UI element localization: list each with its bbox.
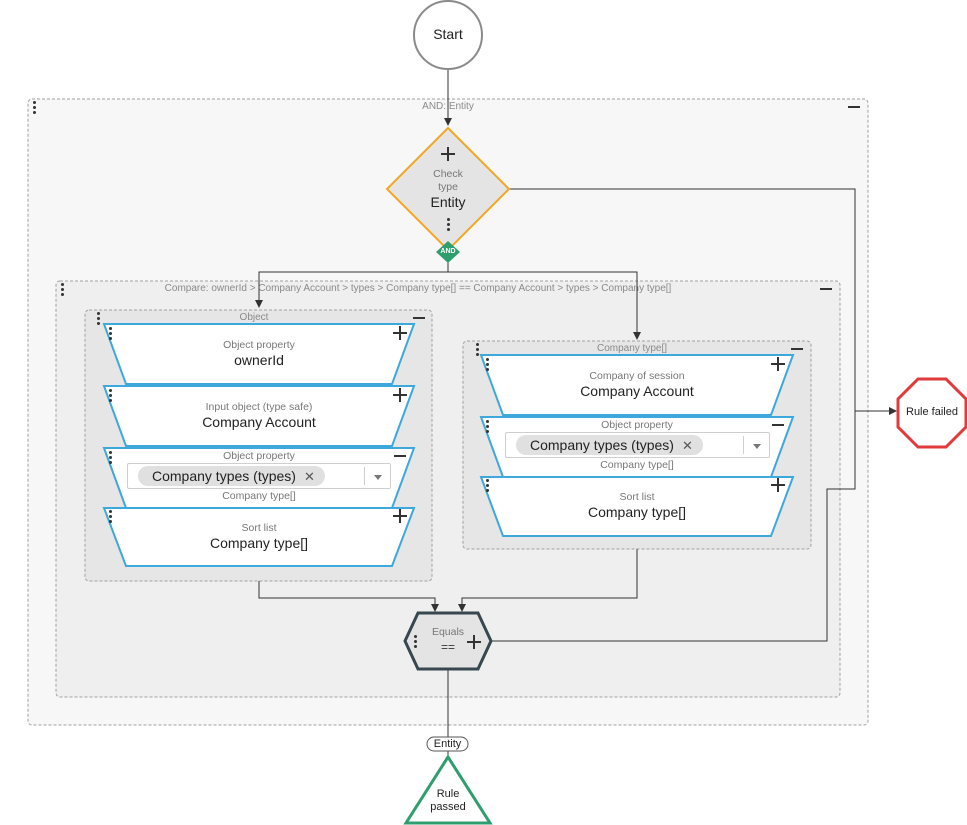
card-shape-company-of-session[interactable] [479,354,795,416]
card-label: Object property [601,419,673,431]
card-label: Sort list [619,491,655,503]
card-value: Company type[] [587,504,687,520]
card-label: Object property [223,450,295,462]
and-badge [436,241,460,263]
card-shape-object-property[interactable] [102,323,416,385]
card-add-icon[interactable] [393,509,407,523]
select-divider [364,467,365,485]
equals-label: Equals [431,626,465,638]
card-menu-icon[interactable] [109,389,112,402]
start-label: Start [433,26,463,42]
check-type-add-icon[interactable] [441,147,455,161]
edge-company-equals [458,549,638,612]
entity-tag-box [426,736,469,752]
card-menu-icon[interactable] [486,420,489,433]
card-shape-sort-list-2[interactable] [479,476,795,537]
card-add-icon[interactable] [771,357,785,371]
card-add-icon[interactable] [771,478,785,492]
equals-node[interactable] [403,611,493,671]
card-label: Company of session [589,370,685,382]
card-menu-icon[interactable] [109,510,112,523]
edge-check-failed [509,188,897,415]
property-select[interactable]: Company types (types) ✕ [127,463,391,489]
card-collapse-icon[interactable] [394,455,406,457]
edge-equals-failed [491,411,856,642]
and-group-menu-icon[interactable] [33,101,36,114]
card-shape-sort-list[interactable] [102,507,416,567]
card-add-icon[interactable] [393,326,407,340]
rule-passed-line2: passed [430,801,466,813]
card-menu-icon[interactable] [486,358,489,371]
company-type-group-menu-icon[interactable] [476,343,479,356]
property-chip-label: Company types (types) [530,437,674,453]
chevron-down-icon[interactable] [753,444,761,449]
and-group-collapse-icon[interactable] [848,106,860,108]
card-type-label: Company type[] [600,459,674,471]
and-badge-label: AND [440,248,456,255]
property-select[interactable]: Company types (types) ✕ [505,432,770,458]
check-type-value: Entity [430,194,466,210]
card-label: Object property [223,339,295,351]
property-chip-label: Company types (types) [152,468,296,484]
edge-split [258,271,638,338]
company-type-group-title: Company type[] [596,343,668,354]
company-type-group-collapse-icon[interactable] [791,348,803,350]
card-menu-icon[interactable] [109,451,112,464]
card-value: Company type[] [209,535,309,551]
card-add-icon[interactable] [393,388,407,402]
rule-failed-node[interactable] [896,377,967,449]
object-group-collapse-icon[interactable] [413,317,425,319]
rule-failed-label: Rule failed [906,406,958,418]
and-group-title: AND: Entity [422,101,474,112]
card-value: Company Account [202,414,316,430]
property-chip[interactable]: Company types (types) ✕ [138,466,325,486]
chip-remove-icon[interactable]: ✕ [681,438,693,453]
card-type-label: Company type[] [222,490,296,502]
equals-add-icon[interactable] [467,635,481,649]
card-value: Company Account [580,383,694,399]
equals-menu-icon[interactable] [414,635,417,648]
compare-group-title: Compare: ownerId > Company Account > typ… [164,283,672,294]
card-menu-icon[interactable] [109,327,112,340]
rule-passed-node[interactable] [403,754,493,825]
card-value: ownerId [234,352,284,368]
chevron-down-icon[interactable] [374,475,382,480]
check-type-line2: type [438,181,458,193]
property-chip[interactable]: Company types (types) ✕ [516,435,703,455]
check-type-line1: Check [433,168,463,180]
card-shape-input-object[interactable] [102,385,416,447]
object-group-menu-icon[interactable] [97,312,100,325]
card-label: Input object (type safe) [205,401,313,413]
compare-group-collapse-icon[interactable] [820,288,832,290]
card-collapse-icon[interactable] [772,424,784,426]
compare-group-menu-icon[interactable] [61,283,64,296]
edge-object-equals [258,581,439,612]
select-divider [743,436,744,454]
chip-remove-icon[interactable]: ✕ [303,469,315,484]
object-group-title: Object [239,312,269,323]
equals-operator: == [440,640,455,654]
start-node[interactable] [413,0,483,70]
card-menu-icon[interactable] [486,479,489,492]
entity-tag-label: Entity [433,738,462,750]
rule-passed-line1: Rule [436,788,460,800]
card-label: Sort list [241,522,277,534]
check-type-menu-icon[interactable] [447,218,450,231]
